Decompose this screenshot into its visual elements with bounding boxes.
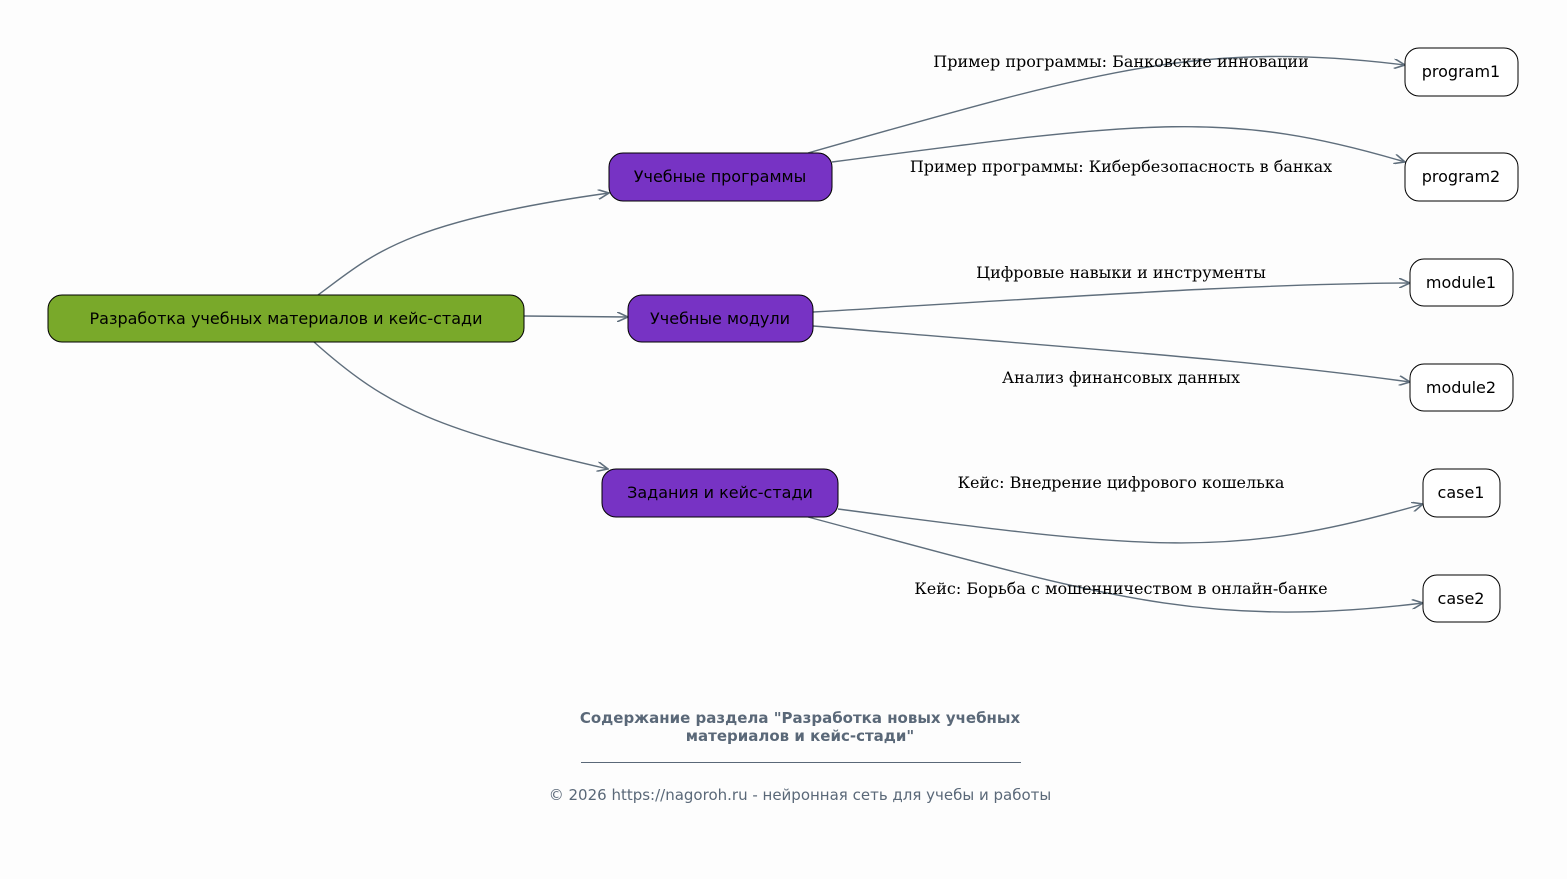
edge-program2 (831, 125, 1405, 162)
edge-program1 (807, 55, 1405, 154)
edge-label-module2: Анализ финансовых данных (1002, 368, 1240, 387)
node-cases-label: Задания и кейс-стади (627, 483, 813, 502)
node-module2-label: module2 (1426, 378, 1496, 397)
edge-label-case1: Кейс: Внедрение цифрового кошелька (958, 473, 1285, 492)
footer-title: Содержание раздела "Разработка новых уче… (0, 709, 1567, 745)
node-case1-label: case1 (1438, 483, 1485, 502)
footer-title-line1: Содержание раздела "Разработка новых уче… (579, 709, 1021, 727)
edge-label-program1: Пример программы: Банковские инновации (933, 52, 1308, 71)
edge-label-module1: Цифровые навыки и инструменты (976, 263, 1266, 282)
footer-copyright: © 2026 https://nagoroh.ru - нейронная се… (548, 786, 1052, 804)
node-programs-label: Учебные программы (634, 167, 806, 186)
node-root-label: Разработка учебных материалов и кейс-ста… (89, 309, 482, 328)
node-root[interactable]: Разработка учебных материалов и кейс-ста… (47, 294, 525, 343)
edge-root-modules (523, 316, 628, 317)
node-program2[interactable]: program2 (1404, 152, 1519, 202)
node-program1[interactable]: program1 (1404, 47, 1519, 97)
node-cases[interactable]: Задания и кейс-стади (601, 468, 839, 518)
edge-module1 (812, 283, 1410, 313)
node-module1[interactable]: module1 (1409, 258, 1514, 307)
node-case1[interactable]: case1 (1422, 468, 1501, 518)
node-module1-label: module1 (1426, 273, 1496, 292)
edge-case1 (837, 504, 1423, 544)
node-program1-label: program1 (1422, 62, 1500, 81)
footer-divider (581, 762, 1021, 763)
edge-root-programs (317, 193, 609, 296)
node-module2[interactable]: module2 (1409, 363, 1514, 412)
edge-label-program2: Пример программы: Кибербезопасность в ба… (910, 157, 1332, 176)
node-case2-label: case2 (1438, 589, 1485, 608)
diagram: Пример программы: Банковские инновации П… (47, 47, 1519, 623)
edge-root-cases (313, 341, 608, 469)
edge-module2 (812, 325, 1410, 382)
edge-label-case2: Кейс: Борьба с мошенничеством в онлайн-б… (914, 579, 1327, 598)
node-modules[interactable]: Учебные модули (627, 294, 814, 343)
footer-title-line2: материалов и кейс-стади" (685, 727, 915, 745)
edge-case2 (807, 516, 1423, 613)
node-program2-label: program2 (1422, 167, 1500, 186)
node-modules-label: Учебные модули (650, 309, 790, 328)
node-case2[interactable]: case2 (1422, 574, 1501, 623)
node-programs[interactable]: Учебные программы (608, 152, 833, 202)
